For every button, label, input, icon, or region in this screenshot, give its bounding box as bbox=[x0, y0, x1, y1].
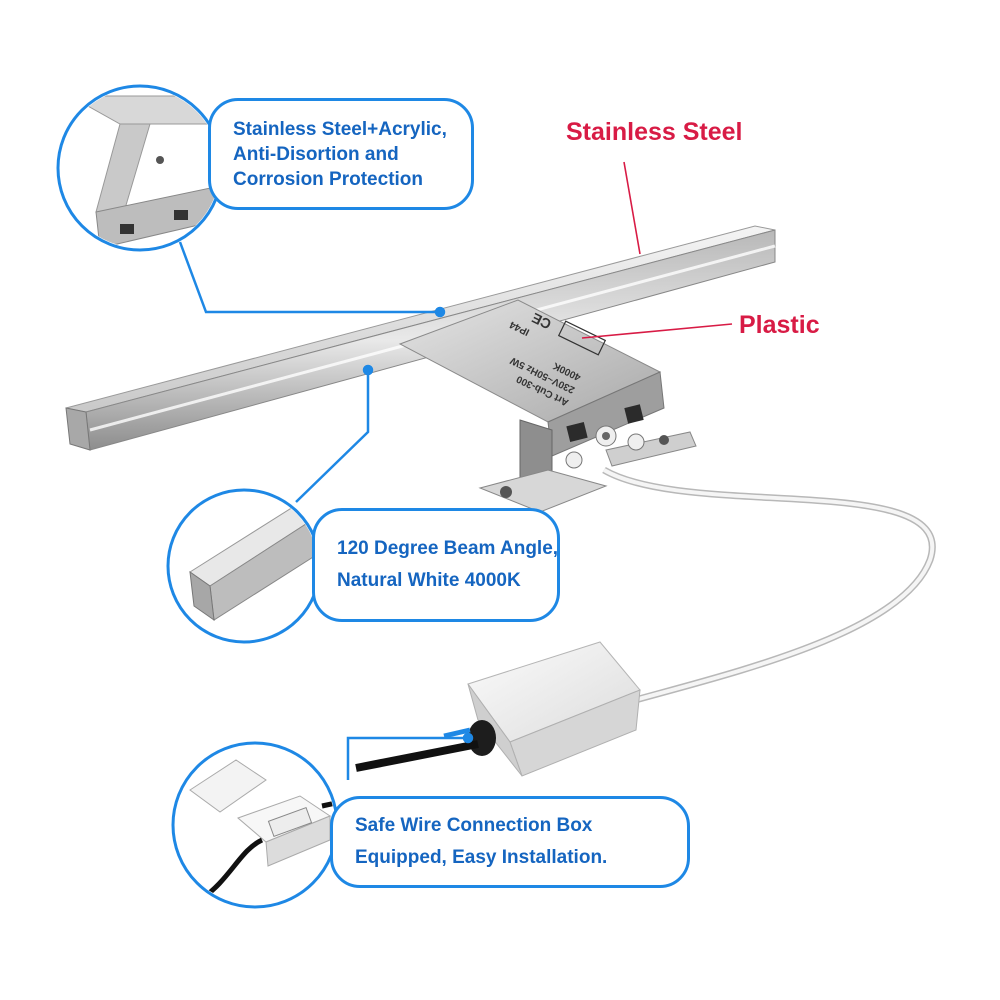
bar-end-detail-circle bbox=[166, 488, 322, 644]
ce-mark: CE bbox=[529, 310, 553, 333]
black-cable bbox=[355, 740, 479, 772]
mount-housing: Art Cub-300 230V~50Hz 5W 4000K IP44 CE bbox=[398, 299, 697, 513]
beam-angle-line-2: Natural White 4000K bbox=[337, 570, 521, 591]
bracket-material-callout: Stainless Steel+Acrylic, Anti-Disortion … bbox=[208, 98, 474, 210]
certification-icons bbox=[557, 320, 607, 356]
bracket-detail-circle bbox=[56, 84, 224, 252]
junction-box bbox=[467, 641, 641, 777]
beam-angle-line-1: 120 Degree Beam Angle, bbox=[337, 538, 559, 559]
stainless-steel-label: Stainless Steel bbox=[566, 118, 743, 146]
plastic-label: Plastic bbox=[739, 311, 820, 339]
junction-detail-circle bbox=[171, 741, 339, 909]
bracket-material-line-3: Corrosion Protection bbox=[233, 168, 424, 190]
power-cable bbox=[598, 466, 936, 714]
part-leaders bbox=[581, 161, 733, 339]
connection-box-line-1: Safe Wire Connection Box bbox=[355, 815, 593, 836]
bracket-material-line-1: Stainless Steel+Acrylic, bbox=[233, 118, 447, 140]
connection-box-callout: Safe Wire Connection Box Equipped, Easy … bbox=[330, 796, 690, 888]
callout-leaders bbox=[178, 241, 474, 780]
bracket-material-line-2: Anti-Disortion and bbox=[233, 143, 399, 165]
connection-box-line-2: Equipped, Easy Installation. bbox=[355, 847, 608, 868]
beam-angle-callout: 120 Degree Beam Angle, Natural White 400… bbox=[312, 508, 560, 622]
